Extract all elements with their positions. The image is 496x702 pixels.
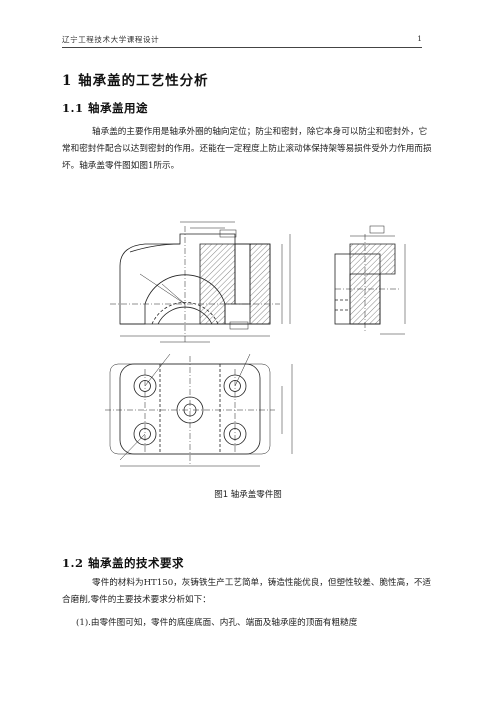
figure-caption: 图1 轴承盖零件图: [214, 490, 282, 500]
subsection-1-paragraph: 轴承盖的主要作用是轴承外圈的轴向定位；防尘和密封，除它本身可以防尘和密封外，它常…: [62, 127, 432, 171]
bearing-cover-drawing: [105, 221, 406, 467]
subsection-2-paragraph: 零件的材料为HT150，灰铸铁生产工艺简单，铸造性能优良，但塑性较差、脆性高，不…: [62, 578, 432, 605]
header-school-title: 辽宁工程技术大学课程设计: [62, 35, 160, 44]
subsection-2-title: 1.2 轴承盖的技术要求: [62, 556, 185, 570]
front-view: [110, 221, 291, 343]
top-view: [105, 353, 293, 467]
header-rule: [62, 47, 422, 48]
header-page-number: 1: [417, 34, 422, 43]
section-title: 1 轴承盖的工艺性分析: [62, 73, 209, 89]
running-header: 辽宁工程技术大学课程设计 1: [62, 34, 422, 48]
side-view: [334, 225, 406, 335]
subsection-1-title: 1.1 轴承盖用途: [62, 101, 149, 115]
requirement-item-1: (1).由零件图可知，零件的底座底面、内孔、端面及轴承座的顶面有粗糙度: [76, 618, 358, 628]
